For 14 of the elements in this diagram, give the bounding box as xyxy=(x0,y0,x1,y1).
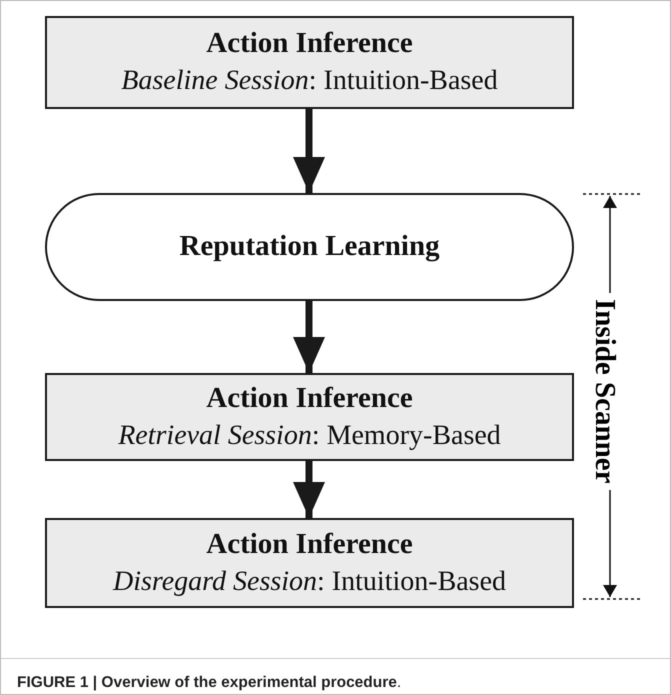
session-text: Baseline Session: Intuition-Based xyxy=(121,66,498,97)
figure-caption: FIGURE 1 | Overview of the experimental procedure. xyxy=(17,674,402,692)
arrow xyxy=(293,461,325,518)
session-text: Retrieval Session: Memory-Based xyxy=(118,420,501,452)
heading-text: Action Inference xyxy=(206,382,413,415)
heading-text: Reputation Learning xyxy=(179,231,440,263)
heading-text: Action Inference xyxy=(206,28,413,60)
arrow xyxy=(293,301,325,373)
process-box xyxy=(45,373,574,461)
heading-text: Action Inference xyxy=(206,528,413,561)
process-box xyxy=(45,16,574,109)
process-box xyxy=(45,518,574,608)
arrow xyxy=(293,109,325,193)
session-text: Disregard Session: Intuition-Based xyxy=(112,566,506,598)
